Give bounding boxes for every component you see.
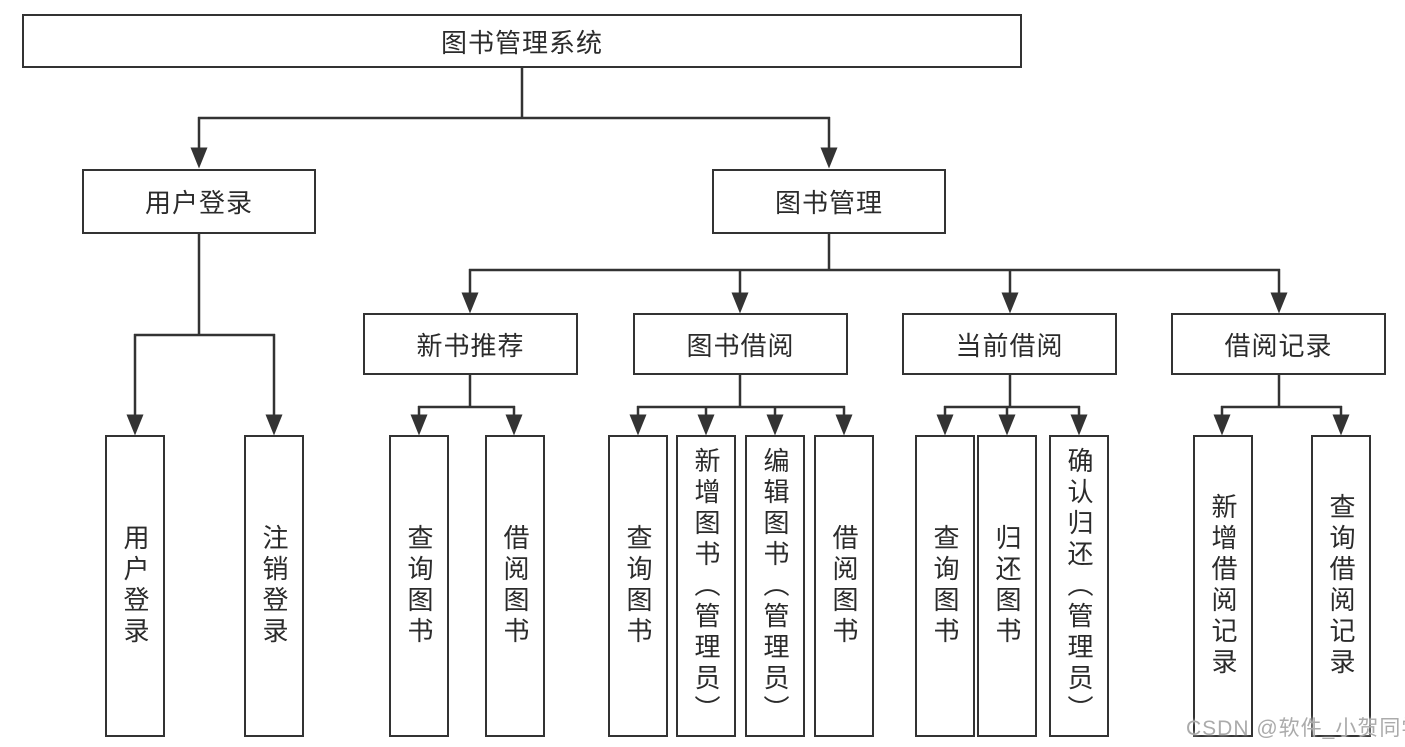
node-borrowing-records-label: 借阅记录 xyxy=(1224,330,1333,361)
node-new-book-recommend-label: 新书推荐 xyxy=(416,330,525,361)
leaf-borrow-query-books: 查询图书 xyxy=(608,435,668,737)
leaf-current-query-books-label: 查询图书 xyxy=(930,524,960,648)
leaf-current-query-books: 查询图书 xyxy=(915,435,975,737)
leaf-user-login: 用户登录 xyxy=(105,435,165,737)
leaf-recommend-query-books: 查询图书 xyxy=(389,435,449,737)
leaf-logout: 注销登录 xyxy=(244,435,304,737)
node-current-borrowing: 当前借阅 xyxy=(902,313,1117,375)
leaf-add-borrow-record: 新增借阅记录 xyxy=(1193,435,1253,737)
leaf-borrow-query-books-label: 查询图书 xyxy=(623,524,653,648)
connector-path xyxy=(133,68,1343,416)
node-book-management-label: 图书管理 xyxy=(774,188,883,218)
node-user-login-label: 用户登录 xyxy=(144,188,253,218)
leaf-recommend-borrow-books-label: 借阅图书 xyxy=(500,524,530,648)
node-new-book-recommend: 新书推荐 xyxy=(363,313,578,375)
leaf-add-books-admin-label: 新增图书（管理员） xyxy=(691,446,721,726)
node-user-login: 用户登录 xyxy=(82,169,316,234)
leaf-recommend-query-books-label: 查询图书 xyxy=(404,524,434,648)
leaf-confirm-return-admin-label: 确认归还（管理员） xyxy=(1064,446,1094,726)
leaf-recommend-borrow-books: 借阅图书 xyxy=(485,435,545,737)
leaf-add-borrow-record-label: 新增借阅记录 xyxy=(1208,493,1238,679)
leaf-borrow-books-label: 借阅图书 xyxy=(829,524,859,648)
node-root: 图书管理系统 xyxy=(22,14,1022,68)
leaf-return-books: 归还图书 xyxy=(977,435,1037,737)
leaf-borrow-books: 借阅图书 xyxy=(814,435,874,737)
leaf-query-borrow-record: 查询借阅记录 xyxy=(1311,435,1371,737)
watermark: CSDN @软件_小贺同学 xyxy=(1186,717,1405,740)
leaf-add-books-admin: 新增图书（管理员） xyxy=(676,435,736,737)
node-book-management: 图书管理 xyxy=(712,169,946,234)
node-book-borrowing: 图书借阅 xyxy=(633,313,848,375)
leaf-edit-books-admin: 编辑图书（管理员） xyxy=(745,435,805,737)
node-root-label: 图书管理系统 xyxy=(440,27,603,58)
node-book-borrowing-label: 图书借阅 xyxy=(686,330,795,361)
leaf-confirm-return-admin: 确认归还（管理员） xyxy=(1049,435,1109,737)
leaf-user-login-label: 用户登录 xyxy=(120,524,150,648)
leaf-query-borrow-record-label: 查询借阅记录 xyxy=(1326,493,1356,679)
node-borrowing-records: 借阅记录 xyxy=(1171,313,1386,375)
leaf-logout-label: 注销登录 xyxy=(259,524,289,648)
leaf-return-books-label: 归还图书 xyxy=(992,524,1022,648)
node-current-borrowing-label: 当前借阅 xyxy=(955,330,1064,361)
leaf-edit-books-admin-label: 编辑图书（管理员） xyxy=(760,446,790,726)
